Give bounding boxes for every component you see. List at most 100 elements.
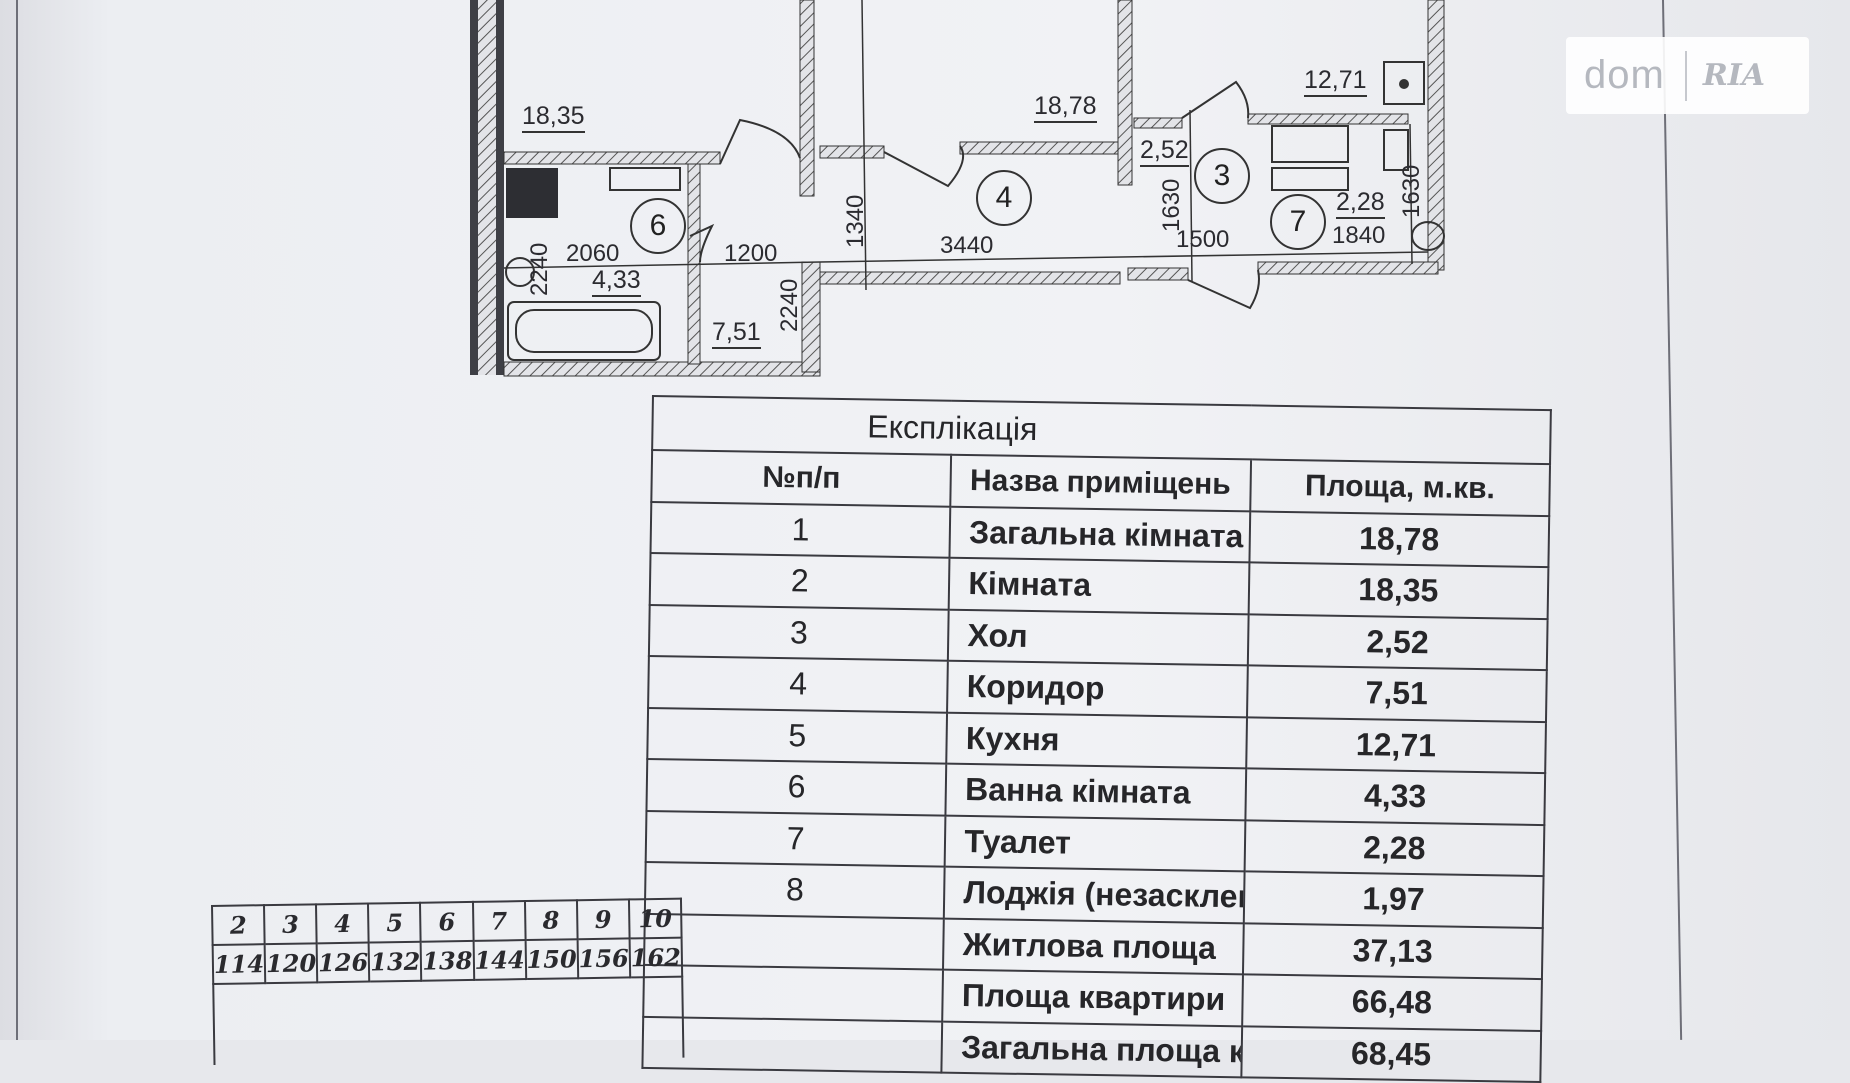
explication-table: Експлікація №п/п Назва приміщень Площа, … [641,395,1551,1083]
cell-num [642,1016,943,1073]
plan-dim-1200: 1200 [724,240,778,267]
cell-num: 1 [650,501,951,558]
watermark-dom-text: dom [1584,53,1665,97]
plan-dim-2060: 2060 [566,240,620,267]
header-num: №п/п [651,450,952,507]
cell-num [643,964,944,1022]
cell-area: 4,33 [1245,768,1546,825]
cell-area: 37,13 [1242,922,1543,980]
floor-cell: 6 [420,901,474,942]
cell-num: 3 [648,604,950,661]
bath-sink [609,167,681,191]
toilet-fixture [505,257,535,287]
cell-name: Житлова площа [943,918,1244,975]
floor-cell: 9 [576,899,630,940]
cell-area: 66,48 [1241,974,1542,1031]
dom-ria-watermark: dom RIA [1566,37,1809,114]
floor-cell: 138 [421,940,474,981]
floor-cell: 150 [525,939,578,980]
explication-title: Експлікація [652,396,1252,460]
cell-name: Кухня [946,712,1247,769]
plan-wall [1257,261,1439,275]
cell-name: Коридор [947,660,1248,717]
plan-wall [503,361,821,377]
plan-dim-1840: 1840 [1332,222,1386,249]
floor-cell: 3 [264,904,317,945]
cell-name: Хол [948,609,1249,666]
floor-cell: 132 [368,941,422,982]
plan-area-toilet: 2,28 [1336,188,1385,219]
plan-wall [819,271,1121,285]
plan-dim-2240-corridor: 2240 [776,278,803,332]
cell-num: 4 [648,655,949,713]
floor-cell: 4 [316,903,369,944]
floor-cell: 5 [368,902,422,943]
floor-cell: 8 [524,900,578,941]
header-area: Площа, м.кв. [1249,459,1551,516]
cell-num: 5 [647,707,948,764]
plan-area-room2: 18,35 [522,102,585,133]
cell-area: 18,78 [1249,510,1550,568]
room-number-6: 6 [630,198,686,254]
plan-dim-3440: 3440 [940,232,994,259]
ventilation-shaft [506,168,558,218]
cell-name: Кімната [949,557,1250,614]
floor-cell: 7 [472,901,526,941]
plan-wall [503,151,721,165]
plan-dim-1340: 1340 [842,194,869,248]
cell-area: 2,28 [1244,819,1545,877]
plan-dim-1500: 1500 [1176,226,1230,253]
floor-cell: 156 [577,938,631,979]
plan-wall [1133,117,1183,129]
cell-num: 2 [649,552,950,610]
room-number-3: 3 [1194,148,1250,204]
cell-num: 7 [645,810,946,867]
plan-area-hall: 2,52 [1140,136,1189,167]
floor-cell: 162 [629,937,683,978]
cell-name: Загальна кімната [949,506,1250,563]
floor-cell: 114 [212,944,266,984]
plan-area-kitchen: 12,71 [1304,66,1367,97]
plan-area-room1: 18,78 [1034,92,1097,123]
cell-area: 18,35 [1248,562,1549,619]
cell-area: 1,97 [1243,871,1544,928]
plan-dim-1630-hall: 1630 [1158,178,1185,232]
cell-name: Площа квартири [942,969,1243,1026]
plan-area-corridor: 7,51 [712,318,761,349]
plan-wall [1117,0,1133,186]
sheet-left-border [16,0,18,1040]
cell-area: 7,51 [1246,665,1547,722]
room-number-4: 4 [976,170,1032,226]
cell-area: 2,52 [1247,613,1548,671]
cell-name: Ванна кімната [945,763,1246,820]
bathtub [507,301,661,361]
cell-area: 68,45 [1241,1025,1542,1083]
cell-area: 12,71 [1245,716,1546,774]
cell-name: Лоджія (незасклена) К=0,5 [944,866,1245,923]
plan-wall [819,145,885,159]
cell-num: 6 [646,758,947,816]
floor-cell: 144 [473,940,526,980]
floor-cell: 10 [628,898,682,939]
watermark-divider [1684,50,1687,101]
floor-blank-row [213,976,684,1065]
floor-cell: 126 [316,942,370,983]
plan-dim-1630-toilet: 1630 [1398,164,1425,218]
watermark-ria-text: RIA [1702,58,1766,93]
cell-name: Туалет [944,815,1246,872]
plan-wall [1127,267,1189,281]
header-name: Назва приміщень [950,454,1251,511]
plan-wall [1247,113,1409,125]
plan-wall [959,141,1121,155]
cell-name: Загальна площа квартири [941,1021,1242,1078]
plan-wall [801,261,821,373]
floor-cell: 2 [212,905,265,945]
plan-dim-2240-bath: 2240 [526,242,553,296]
plan-wall [478,0,496,375]
plan-area-bath: 4,33 [592,266,641,297]
floor-plan [470,0,1445,377]
room-number-7: 7 [1270,194,1326,250]
kitchen-sink [1383,61,1425,105]
floor-cell: 120 [264,943,318,984]
